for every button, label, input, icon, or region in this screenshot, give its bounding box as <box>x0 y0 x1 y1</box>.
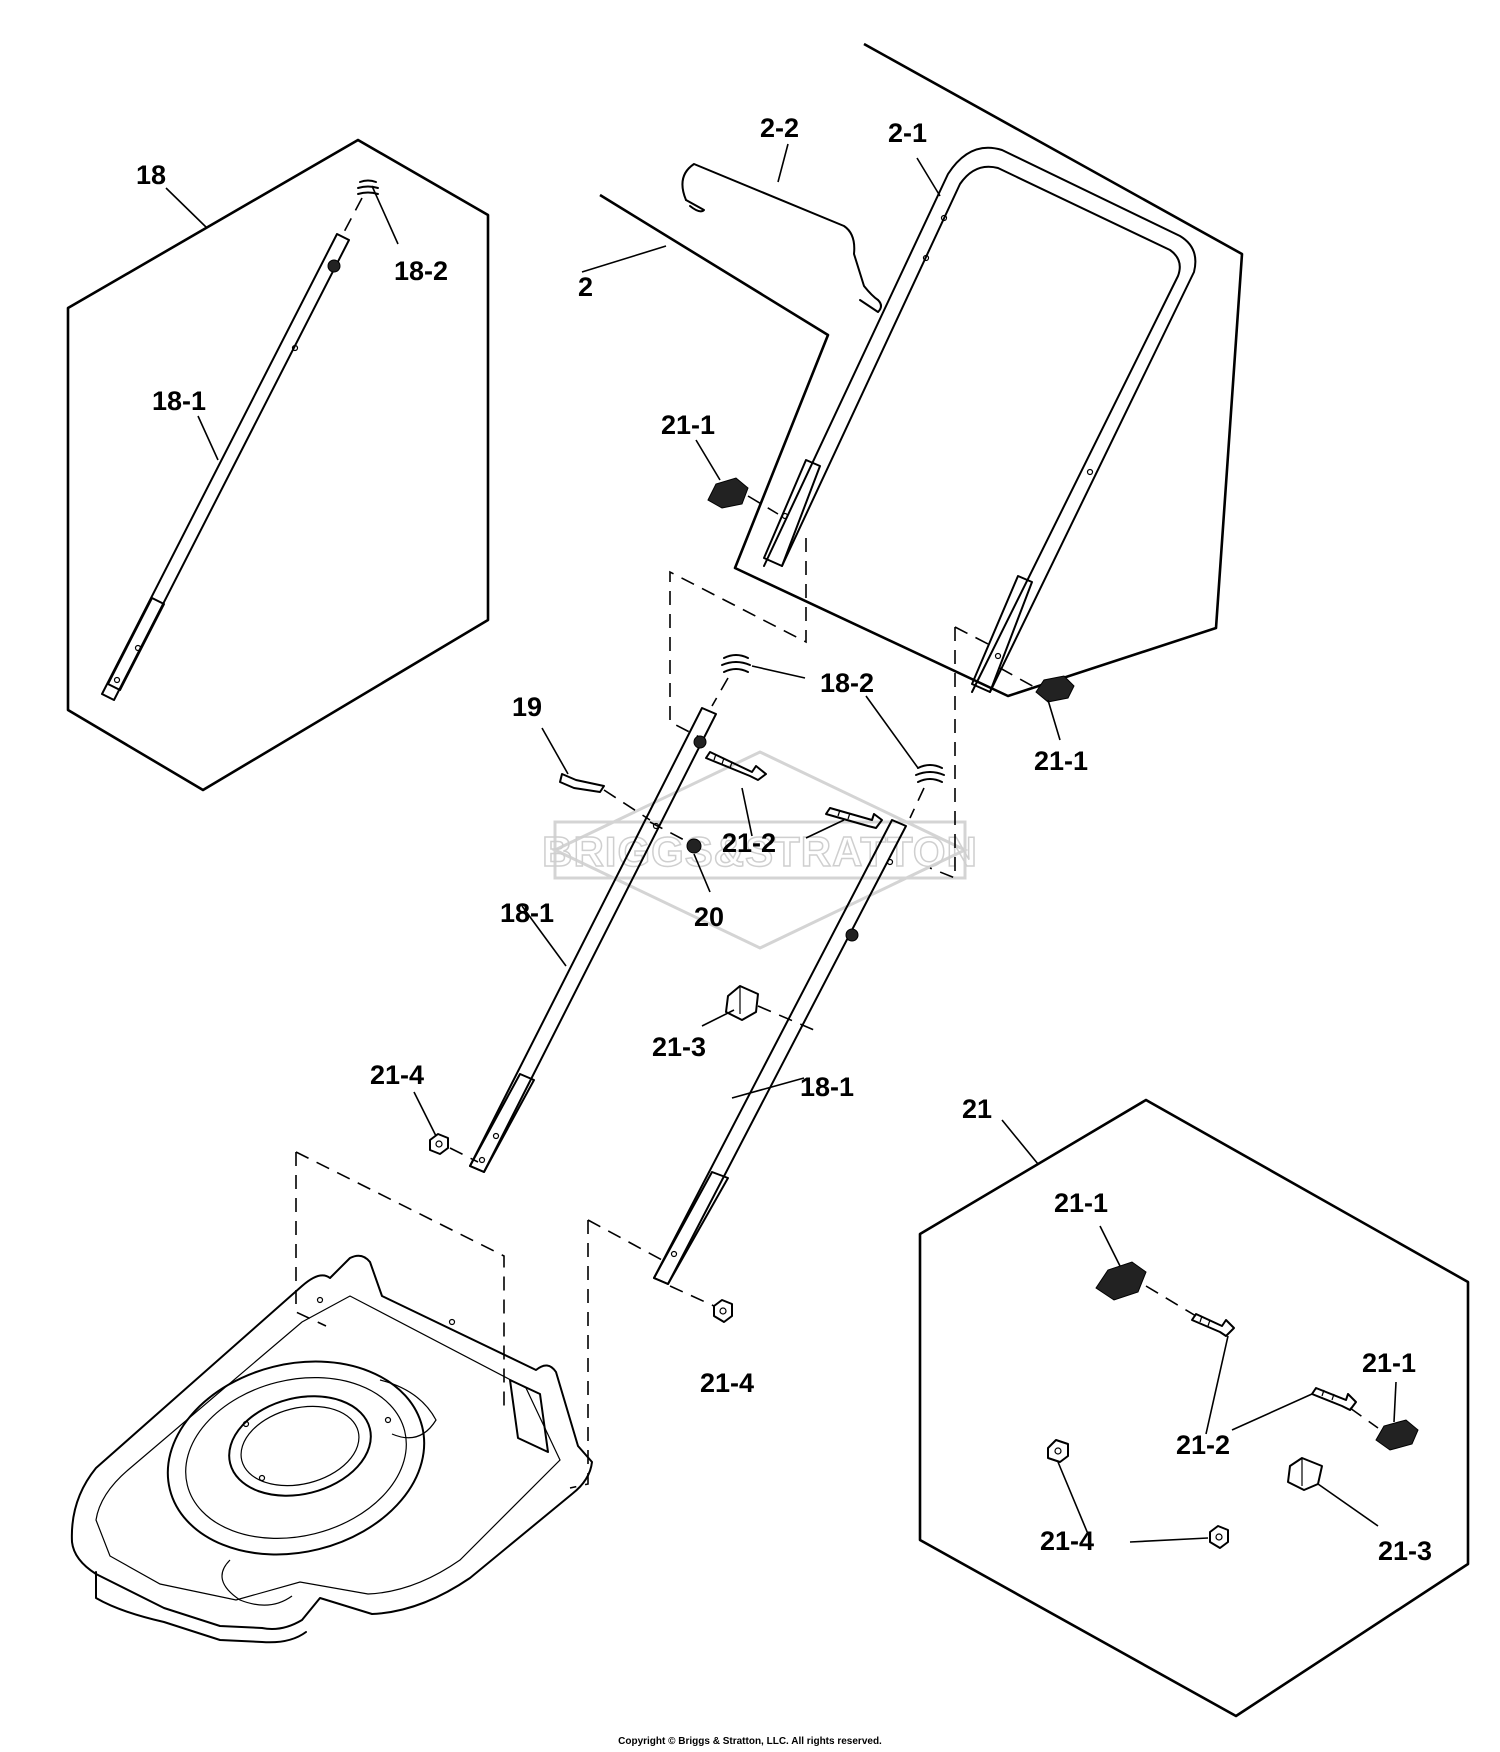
alignment-dashes <box>295 538 991 1489</box>
label-21-4-bottom: 21-4 <box>700 1368 754 1398</box>
nut-21-4-bottom: 21-4 <box>669 1285 754 1398</box>
bolt-21-2-upper <box>705 751 767 837</box>
label-21-1-kit-b: 21-1 <box>1362 1348 1416 1378</box>
copyright-notice: Copyright © Briggs & Stratton, LLC. All … <box>618 1736 882 1747</box>
spring-18-2-left <box>711 654 806 707</box>
wing-nut-21-1-right: 21-1 <box>999 667 1088 776</box>
bail-2-2: 2-2 <box>681 113 882 313</box>
wing-nut-21-1-left: 21-1 <box>661 410 779 515</box>
kit-18-panel: 18 <box>66 138 490 792</box>
clip-19: 19 <box>512 692 651 821</box>
label-21-1-left: 21-1 <box>661 410 715 440</box>
spring-18-2-right: 18-2 <box>820 668 945 819</box>
label-18-1-left: 18-1 <box>500 898 554 928</box>
label-18-2-kit: 18-2 <box>394 256 448 286</box>
upper-handle-panel: 2 <box>578 42 1244 698</box>
kit-21-panel: 21 <box>918 1094 1470 1718</box>
kit-bolt-21-2-a <box>1191 1313 1235 1435</box>
label-18-1-kit: 18-1 <box>152 386 206 416</box>
label-21-1-kit-a: 21-1 <box>1054 1188 1108 1218</box>
mower-deck <box>70 1254 593 1644</box>
label-21-2-kit: 21-2 <box>1176 1430 1230 1460</box>
watermark-logo: BRIGGS&STRATTON <box>541 750 978 950</box>
kit-18-1-tube: 18-1 <box>101 233 350 701</box>
label-18-2-mid: 18-2 <box>820 668 874 698</box>
watermark-text: BRIGGS&STRATTON <box>542 828 978 875</box>
label-21-4-left: 21-4 <box>370 1060 424 1090</box>
nut-21-4-left: 21-4 <box>370 1060 479 1163</box>
upper-handle-2-1: 2-1 <box>763 118 1197 693</box>
kit-bolt-21-2-b: 21-2 <box>1176 1387 1357 1460</box>
kit-wing-nut-21-1-b: 21-1 <box>1349 1348 1419 1451</box>
kit-nut-21-4-a <box>1047 1439 1089 1535</box>
label-21-3-mid: 21-3 <box>652 1032 706 1062</box>
kit-nut-21-4-b: 21-4 <box>1040 1525 1229 1556</box>
label-21-4-kit: 21-4 <box>1040 1526 1094 1556</box>
kit-18-2-spring: 18-2 <box>343 179 448 286</box>
label-20: 20 <box>694 902 724 932</box>
kit-bushing-21-3: 21-3 <box>1287 1457 1432 1566</box>
bushing-21-3-mid: 21-3 <box>652 985 815 1062</box>
kit-wing-nut-21-1-a: 21-1 <box>1054 1188 1197 1317</box>
label-18: 18 <box>136 160 166 190</box>
label-21-3-kit: 21-3 <box>1378 1536 1432 1566</box>
bolt-21-2-lower: 21-2 <box>722 807 883 858</box>
label-2: 2 <box>578 272 593 302</box>
label-21-2-mid: 21-2 <box>722 828 776 858</box>
label-18-1-right: 18-1 <box>800 1072 854 1102</box>
label-21-1-right: 21-1 <box>1034 746 1088 776</box>
label-2-2: 2-2 <box>760 113 799 143</box>
tube-18-1-left: 18-1 <box>469 707 717 1173</box>
label-2-1: 2-1 <box>888 118 927 148</box>
label-19: 19 <box>512 692 542 722</box>
tube-18-1-right: 18-1 <box>653 819 907 1285</box>
label-21: 21 <box>962 1094 992 1124</box>
nut-20: 20 <box>649 821 724 932</box>
